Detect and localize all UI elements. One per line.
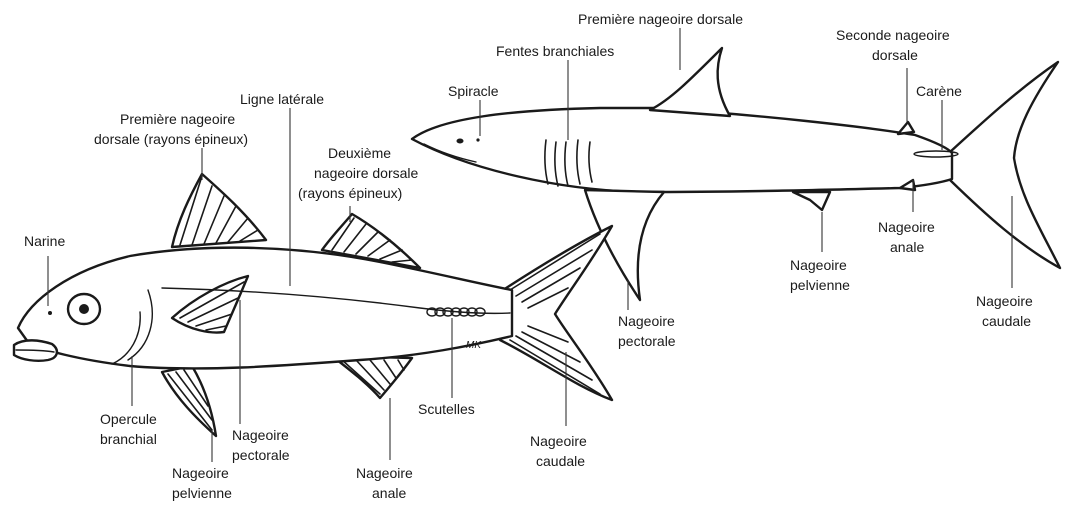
shark-pelvic-fin	[793, 192, 830, 210]
label-fish-first-dorsal-line2: dorsale (rayons épineux)	[94, 131, 248, 147]
label-fish-caudal-line1: Nageoire	[530, 433, 587, 449]
bony-fish-illustration: MK	[14, 174, 612, 436]
label-shark-pectoral-line2: pectorale	[618, 333, 676, 349]
label-fish-nostril: Narine	[24, 233, 65, 249]
label-fish-caudal-line2: caudale	[536, 453, 585, 469]
shark-illustration	[412, 48, 1060, 300]
shark-body	[412, 108, 952, 192]
label-shark-pectoral-line1: Nageoire	[618, 313, 675, 329]
label-fish-first-dorsal-line1: Première nageoire	[120, 111, 235, 127]
label-shark-spiracle: Spiracle	[448, 83, 499, 99]
fish-eye	[68, 294, 100, 324]
label-shark-pelvic-line2: pelvienne	[790, 277, 850, 293]
label-shark-second-dorsal-line1: Seconde nageoire	[836, 27, 950, 43]
shark-second-dorsal-fin	[898, 122, 914, 134]
label-shark-gill-slits: Fentes branchiales	[496, 43, 614, 59]
label-shark-caudal-line1: Nageoire	[976, 293, 1033, 309]
shark-spiracle	[476, 138, 479, 141]
label-fish-anal-line2: anale	[372, 485, 406, 501]
fish-pelvic-fin	[162, 366, 216, 436]
label-fish-pectoral-line1: Nageoire	[232, 427, 289, 443]
label-fish-pelvic-line1: Nageoire	[172, 465, 229, 481]
shark-eye	[457, 139, 464, 144]
label-fish-anal-line1: Nageoire	[356, 465, 413, 481]
label-fish-pectoral-line2: pectorale	[232, 447, 290, 463]
label-shark-first-dorsal: Première nageoire dorsale	[578, 11, 743, 27]
artist-signature: MK	[466, 340, 482, 351]
label-fish-second-dorsal-line3: (rayons épineux)	[298, 185, 402, 201]
label-shark-keel: Carène	[916, 83, 962, 99]
fish-first-dorsal-fin	[172, 174, 266, 247]
fish-caudal-fin	[500, 226, 612, 400]
label-shark-second-dorsal-line2: dorsale	[872, 47, 918, 63]
label-fish-lateral-line: Ligne latérale	[240, 91, 324, 107]
label-fish-pelvic-line2: pelvienne	[172, 485, 232, 501]
label-shark-anal-line1: Nageoire	[878, 219, 935, 235]
label-fish-second-dorsal-line2: nageoire dorsale	[314, 165, 419, 181]
label-fish-operculum-line1: Opercule	[100, 411, 157, 427]
label-fish-scutes: Scutelles	[418, 401, 475, 417]
fish-nostril	[48, 311, 52, 315]
label-shark-anal-line2: anale	[890, 239, 924, 255]
label-fish-second-dorsal-line1: Deuxième	[328, 145, 391, 161]
label-fish-operculum-line2: branchial	[100, 431, 157, 447]
shark-caudal-fin	[950, 62, 1060, 268]
shark-first-dorsal-fin	[650, 48, 730, 116]
label-shark-caudal-line2: caudale	[982, 313, 1031, 329]
label-shark-pelvic-line1: Nageoire	[790, 257, 847, 273]
